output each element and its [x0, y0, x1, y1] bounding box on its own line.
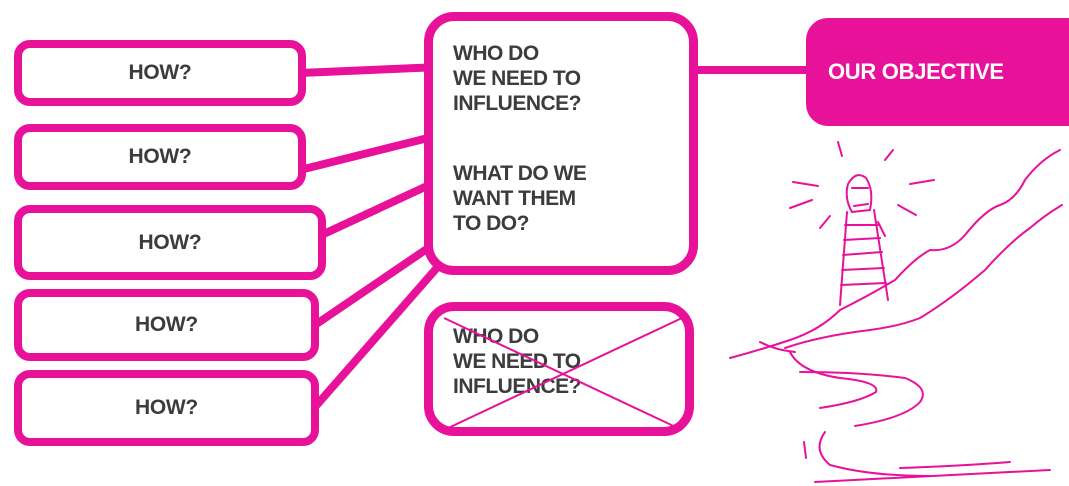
connector-line-5 — [311, 258, 446, 411]
what-line-2: WANT THEM — [453, 187, 576, 210]
how-box-2: HOW? — [14, 124, 306, 190]
what-question: WHAT DO WE WANT THEM TO DO? — [453, 161, 587, 236]
how-box-1: HOW? — [14, 40, 306, 106]
connector-line-4 — [311, 236, 444, 329]
how-label: HOW? — [135, 396, 198, 419]
how-box-3: HOW? — [14, 205, 326, 280]
what-line-1: WHAT DO WE — [453, 162, 587, 185]
how-box-5: HOW? — [14, 370, 319, 446]
question-box: WHO DO WE NEED TO INFLUENCE? WHAT DO WE … — [424, 12, 698, 275]
who-line-3: INFLUENCE? — [453, 92, 582, 115]
how-label: HOW? — [135, 313, 198, 336]
how-box-4: HOW? — [14, 289, 319, 361]
who-line-1: WHO DO — [453, 42, 539, 65]
crossed-line-2: WE NEED TO — [453, 350, 581, 373]
objective-label: OUR OBJECTIVE — [828, 59, 1004, 84]
connector-line-2 — [296, 131, 444, 174]
what-line-3: TO DO? — [453, 212, 529, 235]
who-line-2: WE NEED TO — [453, 67, 581, 90]
who-question: WHO DO WE NEED TO INFLUENCE? — [453, 41, 582, 116]
crossed-line-1: WHO DO — [453, 325, 539, 348]
how-label: HOW? — [128, 145, 192, 168]
how-label: HOW? — [128, 61, 192, 84]
objective-box: OUR OBJECTIVE — [806, 18, 1069, 126]
how-label: HOW? — [138, 230, 202, 254]
connector-line-1 — [296, 63, 444, 77]
